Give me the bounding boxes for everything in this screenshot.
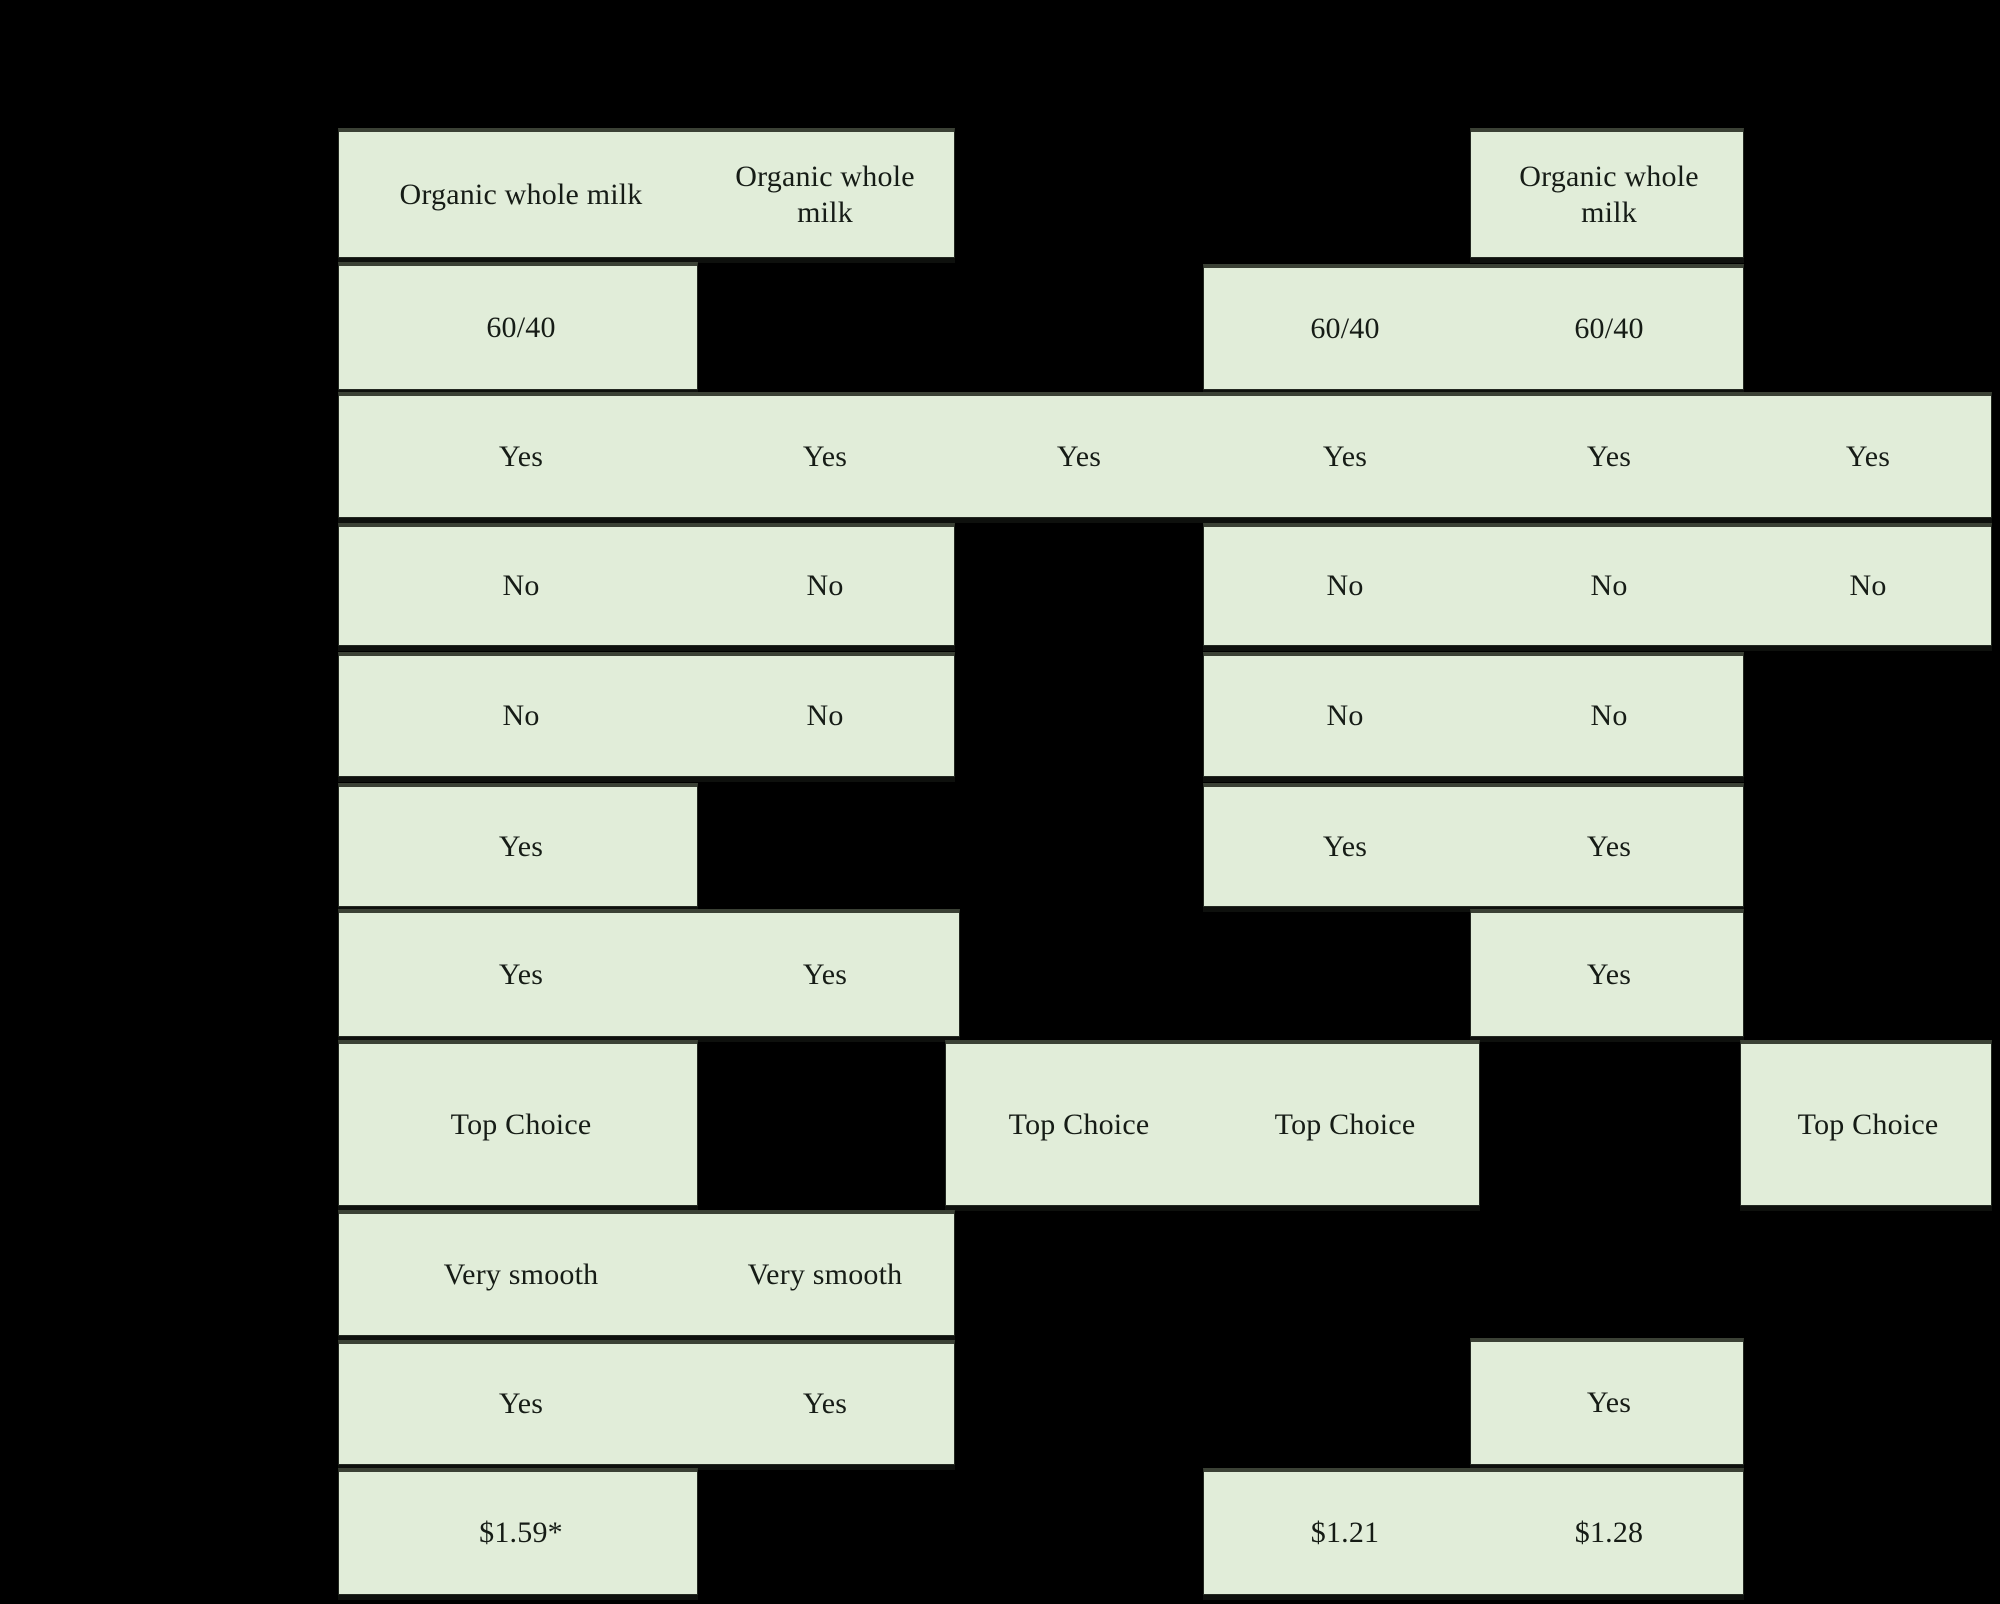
cell-text: Organic whole milk — [735, 160, 915, 229]
cell-text: No — [502, 699, 540, 733]
cell-text: No — [1590, 569, 1628, 603]
cell-text: Organic whole milk — [399, 177, 643, 211]
table-cell-region-row10-right: Yes — [1470, 1338, 1744, 1465]
table-cell-region-row8-right: Top Choice — [1740, 1040, 1992, 1206]
cell-text: 60/40 — [1574, 311, 1644, 345]
table-cell-region-row10-left: Yes Yes — [338, 1340, 955, 1465]
cell-text: Yes — [802, 957, 848, 991]
cell-text: Yes — [1322, 439, 1368, 473]
cell-text: No — [806, 569, 844, 603]
cell-text: Very smooth — [747, 1257, 903, 1291]
cell-text: Yes — [802, 439, 848, 473]
cell-text: Yes — [498, 1387, 544, 1421]
table-cell-region-row11-left: $1.59* — [338, 1468, 698, 1595]
table-cell-region-row11-right: $1.21 $1.28 — [1203, 1468, 1744, 1595]
table-cell-region-row8-left: Top Choice — [338, 1040, 698, 1206]
cell-text: Yes — [498, 439, 544, 473]
cell-text: Very smooth — [443, 1257, 599, 1291]
table-cell-region-row6-left: Yes — [338, 783, 698, 907]
cell-text: Top Choice — [1274, 1107, 1416, 1141]
table-cell-region-row3-full: Yes Yes Yes Yes Yes Yes — [338, 392, 1992, 518]
cell-text: No — [1326, 699, 1364, 733]
table-cell-region-row2-right: 60/40 60/40 — [1203, 264, 1744, 390]
cell-text: 60/40 — [486, 310, 556, 344]
cell-text: Top Choice — [1797, 1107, 1939, 1141]
table-cell-region-row7-right: Yes — [1470, 909, 1744, 1037]
cell-text: No — [1849, 569, 1887, 603]
table-cell-region-row5-left: No No — [338, 652, 955, 777]
cell-text: Yes — [802, 1387, 848, 1421]
cell-text: No — [806, 699, 844, 733]
table-cell-region-row6-right: Yes Yes — [1203, 783, 1744, 907]
table-cell-region-row2-left: 60/40 — [338, 262, 698, 390]
cell-text: Top Choice — [1008, 1107, 1150, 1141]
table-cell-region-row8-middle: Top Choice Top Choice — [945, 1040, 1480, 1206]
cell-text: Top Choice — [450, 1107, 592, 1141]
cell-text: No — [1590, 699, 1628, 733]
cell-text: 60/40 — [1310, 311, 1380, 345]
table-cell-region-row1-left: Organic whole milk Organic whole milk — [338, 128, 955, 258]
table-cell-region-row7-left: Yes Yes — [338, 909, 960, 1037]
table-cell-region-row9-left: Very smooth Very smooth — [338, 1210, 955, 1336]
cell-text: Organic whole milk — [1519, 160, 1699, 229]
cell-text: $1.21 — [1310, 1516, 1380, 1550]
cell-text: Yes — [1586, 957, 1632, 991]
table-cell-region-row1-right: Organic whole milk — [1470, 128, 1744, 258]
cell-text: Yes — [1845, 439, 1891, 473]
cell-text: Yes — [1586, 1386, 1632, 1420]
cell-text: Yes — [1586, 829, 1632, 863]
table-cell-region-row4-left: No No — [338, 523, 955, 646]
cell-text: Yes — [1586, 439, 1632, 473]
cell-text: Yes — [498, 829, 544, 863]
cell-text: Yes — [1322, 829, 1368, 863]
cell-text: $1.59* — [479, 1516, 563, 1550]
cell-text: $1.28 — [1574, 1516, 1644, 1550]
cell-text: No — [1326, 569, 1364, 603]
cell-text: Yes — [498, 957, 544, 991]
cell-text: Yes — [1056, 439, 1102, 473]
table-cell-region-row4-right: No No No — [1203, 523, 1992, 646]
table-cell-region-row5-right: No No — [1203, 652, 1744, 777]
cell-text: No — [502, 569, 540, 603]
